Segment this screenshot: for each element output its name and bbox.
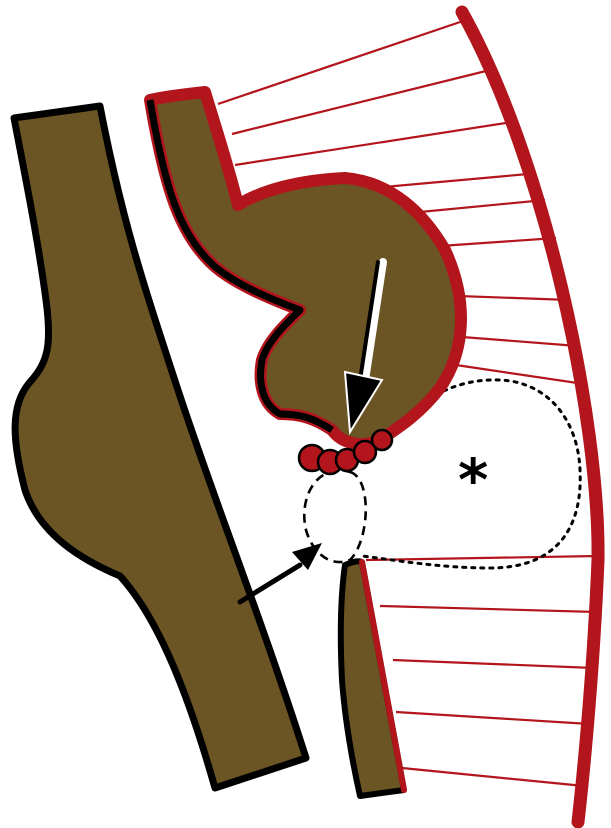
outer-red-wall <box>462 12 598 822</box>
upper-bulbous-structure-membrane <box>150 92 461 444</box>
diagonal-arrow <box>240 543 322 602</box>
asterisk-label: * <box>458 446 488 514</box>
lower-small-structure <box>341 561 404 796</box>
lower-radial-lines <box>366 556 598 786</box>
